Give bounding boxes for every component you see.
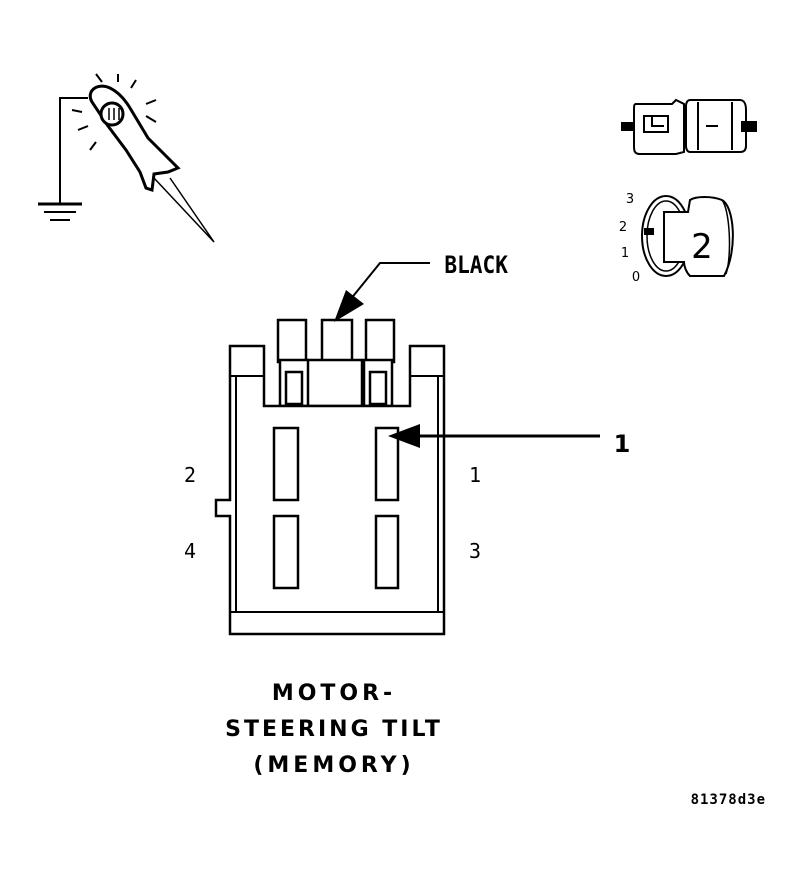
- connector-body: [214, 318, 446, 636]
- disconnected-connector-icon: [621, 98, 757, 155]
- title-line-2: STEERING TILT: [225, 717, 443, 742]
- ground-symbol-icon: [38, 202, 82, 221]
- pin-label-2: 2: [184, 463, 196, 487]
- pin-label-4: 4: [184, 539, 196, 563]
- test-light-probe-icon: [38, 73, 215, 243]
- title-line-3: (MEMORY): [253, 753, 414, 778]
- ignition-position-3: 3: [626, 192, 634, 207]
- item-1-leader: [388, 424, 600, 448]
- ignition-position-0: 0: [632, 270, 640, 285]
- terminal-cavity-4: [272, 514, 300, 590]
- terminal-cavity-3: [374, 514, 400, 590]
- title-line-1: MOTOR-: [272, 681, 396, 706]
- pin-label-1: 1: [469, 463, 481, 487]
- ignition-selected-position: 2: [691, 227, 713, 267]
- black-wire-leader: [334, 262, 430, 322]
- ignition-position-2: 2: [619, 220, 627, 235]
- ignition-position-1: 1: [621, 246, 629, 261]
- figure-id: 81378d3e: [691, 792, 766, 808]
- item-number-label: 1: [614, 430, 631, 458]
- pin-label-3: 3: [469, 539, 481, 563]
- ignition-switch-icon: 2 3 2 1 0: [619, 192, 734, 285]
- wire-color-label: BLACK: [444, 252, 508, 280]
- terminal-cavity-1: [374, 426, 400, 502]
- terminal-cavity-2: [272, 426, 300, 502]
